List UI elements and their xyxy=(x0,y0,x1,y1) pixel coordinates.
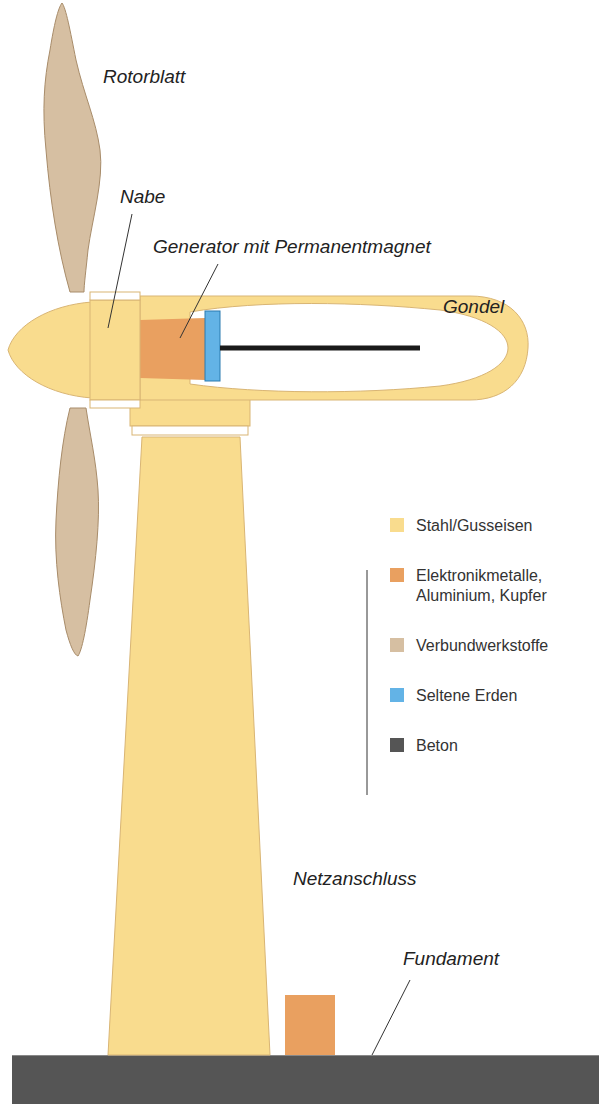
rotor-blade xyxy=(44,3,101,292)
legend-swatch xyxy=(390,738,404,752)
legend-row: Elektronikmetalle, Aluminium, Kupfer xyxy=(390,566,591,606)
part-label: Fundament xyxy=(403,948,499,971)
legend-row: Beton xyxy=(390,736,591,756)
grid-connection-box xyxy=(285,995,335,1055)
part-label: Nabe xyxy=(120,186,165,209)
permanent-magnet xyxy=(205,311,220,381)
legend-row: Stahl/Gusseisen xyxy=(390,516,591,536)
legend-swatch xyxy=(390,518,404,532)
nacelle xyxy=(140,296,528,400)
part-label: Generator mit Permanentmagnet xyxy=(153,236,431,259)
spinner xyxy=(8,302,92,398)
leader-line xyxy=(180,264,218,338)
foundation xyxy=(12,1055,599,1104)
rotor-blade xyxy=(56,408,99,656)
legend-text: Seltene Erden xyxy=(416,686,591,706)
tower xyxy=(108,437,270,1055)
legend-row: Seltene Erden xyxy=(390,686,591,706)
part-label: Rotorblatt xyxy=(103,66,185,89)
shaft xyxy=(220,346,420,351)
hub xyxy=(90,300,140,400)
legend-swatch xyxy=(390,638,404,652)
legend-text: Stahl/Gusseisen xyxy=(416,516,591,536)
part-label: Gondel xyxy=(443,296,504,319)
legend-divider xyxy=(367,570,368,795)
leader-line xyxy=(372,980,410,1055)
leader-line xyxy=(108,214,132,328)
legend-text: Beton xyxy=(416,736,591,756)
generator xyxy=(140,318,205,380)
part-label: Netzanschluss xyxy=(293,868,417,891)
legend-swatch xyxy=(390,688,404,702)
legend-swatch xyxy=(390,568,404,582)
legend-text: Verbundwerkstoffe xyxy=(416,636,591,656)
legend-row: Verbundwerkstoffe xyxy=(390,636,591,656)
legend-text: Elektronikmetalle, Aluminium, Kupfer xyxy=(416,566,591,606)
